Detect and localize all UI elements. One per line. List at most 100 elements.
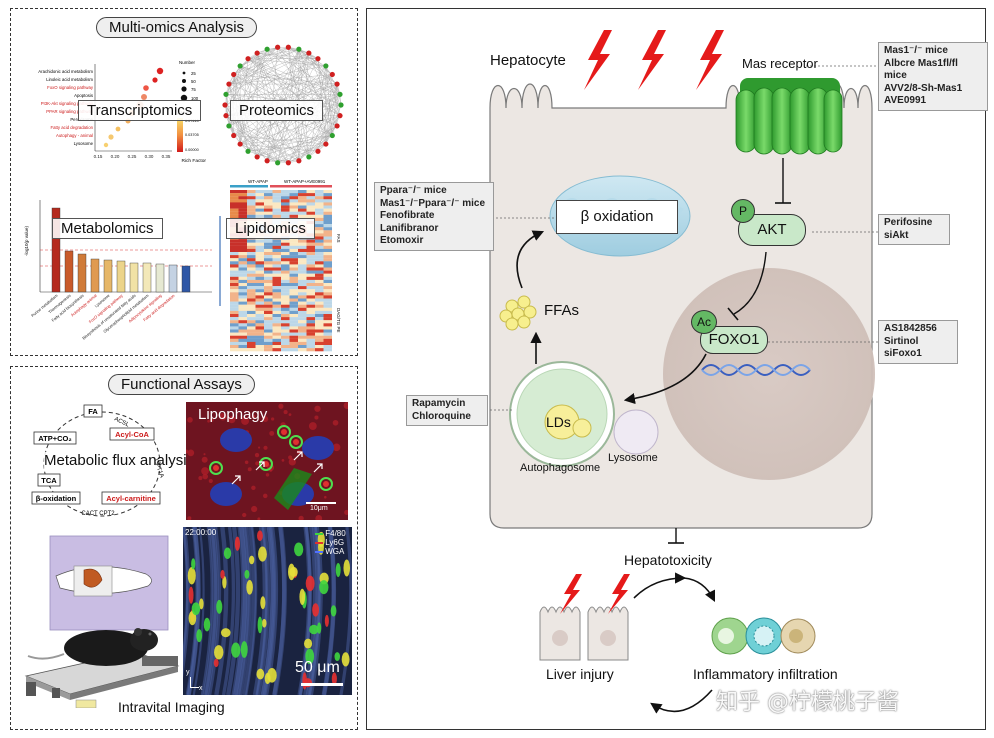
lipid-signal	[265, 473, 270, 477]
heatmap-cell	[323, 236, 332, 240]
heatmap-cell	[272, 258, 281, 262]
heatmap-cell	[323, 317, 332, 321]
heatmap-cell	[281, 345, 290, 349]
heatmap-cell	[230, 345, 239, 349]
nucleus-signal	[210, 482, 242, 506]
heatmap-cell	[306, 199, 315, 203]
heatmap-cell	[306, 286, 315, 290]
heatmap-cell	[247, 314, 256, 318]
lg1: WT-APAP+AVE0991	[284, 179, 326, 184]
network-node	[337, 113, 343, 119]
lipidomics-heatmap: WT-APAP WT-APAP+AVE0991 FAS DAG/TG PE	[219, 179, 341, 352]
heatmap-cell	[272, 270, 281, 274]
heatmap-cell	[247, 348, 256, 352]
network-node	[285, 160, 291, 166]
ppara-item: Mas1⁻/⁻Ppara⁻/⁻ mice	[380, 197, 486, 209]
heatmap-cell	[230, 252, 239, 256]
network-edge	[267, 49, 341, 116]
heatmap-cell	[255, 289, 264, 293]
heatmap-cell	[247, 332, 256, 336]
dot	[156, 67, 164, 75]
heatmap-cell	[323, 332, 332, 336]
axis-lines	[190, 677, 199, 688]
heatmap-cell	[289, 255, 298, 259]
heatmap-cell	[238, 314, 247, 318]
lipid-signal	[247, 467, 252, 472]
network-node	[226, 123, 232, 129]
heatmap-cell	[281, 348, 290, 352]
heatmap-cell	[315, 332, 324, 336]
heatmap-cell	[238, 196, 247, 200]
heatmap-cell	[298, 345, 307, 349]
immune-cell	[309, 624, 319, 635]
heatmap-cell	[281, 295, 290, 299]
beta-oxidation-label: β oxidation	[580, 208, 654, 225]
heatmap-cell	[230, 208, 239, 212]
heatmap-cell	[247, 283, 256, 287]
heatmap-cell	[298, 298, 307, 302]
ffas-label: FFAs	[544, 302, 580, 319]
heatmap-cell	[272, 273, 281, 277]
heatmap-cell	[323, 320, 332, 324]
heatmap-cell	[315, 261, 324, 265]
heatmap-cell	[281, 211, 290, 215]
heatmap-cell	[306, 323, 315, 327]
fx_acsl: ACSL	[113, 416, 130, 428]
lipid-signal	[203, 453, 206, 456]
heatmap-cell	[264, 326, 273, 330]
network-edge	[298, 94, 341, 161]
heatmap-cell	[230, 242, 239, 246]
heatmap-cell	[264, 245, 273, 249]
immune-cell	[203, 617, 211, 632]
heatmap-cell	[298, 332, 307, 336]
network-node	[329, 71, 335, 78]
heatmap-cell	[323, 255, 332, 259]
lipid-signal	[269, 430, 275, 436]
lipid-signal	[251, 414, 256, 419]
network-edge	[247, 58, 333, 136]
arrow-marker	[255, 461, 265, 471]
lysosome-label: Lysosome	[608, 452, 658, 464]
network-node	[231, 132, 237, 139]
heatmap-cell	[247, 252, 256, 256]
heatmap-cell	[264, 258, 273, 262]
heatmap-cell	[289, 320, 298, 324]
heatmap-cell	[272, 211, 281, 215]
immune-cell	[220, 569, 225, 580]
heatmap-cell	[255, 245, 264, 249]
fx_cact: CACT CPT2	[81, 511, 115, 517]
heatmap-cell	[306, 348, 315, 352]
heatmap-cell	[315, 276, 324, 280]
network-edge	[257, 52, 318, 59]
heatmap-cell	[281, 205, 290, 209]
heatmap-cell	[255, 196, 264, 200]
arrow-marker	[293, 451, 303, 461]
network-edge	[239, 49, 268, 145]
heatmap-cell	[272, 292, 281, 296]
lipid-signal	[255, 461, 260, 466]
heatmap-cell	[298, 283, 307, 287]
mas-item: AVE0991	[884, 95, 927, 106]
foxo1-item: Sirtinol	[884, 335, 919, 347]
heatmap-cell	[298, 320, 307, 324]
heatmap-cell	[264, 335, 273, 339]
heatmap-cell	[230, 205, 239, 209]
heatmap-cell	[323, 326, 332, 330]
heatmap-cell	[306, 295, 315, 299]
heatmap-cell	[281, 314, 290, 318]
legend-ly6g: Ly6G	[315, 538, 344, 547]
heatmap-cell	[247, 239, 256, 243]
heatmap-cell	[306, 245, 315, 249]
heatmap-cell	[281, 341, 290, 346]
heatmap-cell	[315, 298, 324, 302]
network-edge	[228, 47, 289, 85]
heatmap-cell	[264, 345, 273, 349]
network-edge	[224, 74, 333, 106]
metabolomics-barchart: -log10(p value) Purine metabolism Thermo…	[24, 200, 212, 341]
heatmap-cell	[306, 214, 315, 218]
heatmap-cell	[238, 317, 247, 321]
heatmap-cell	[281, 270, 290, 274]
network-edge	[325, 65, 341, 95]
heatmap-cell	[272, 252, 281, 256]
heatmap-cell	[306, 202, 315, 206]
